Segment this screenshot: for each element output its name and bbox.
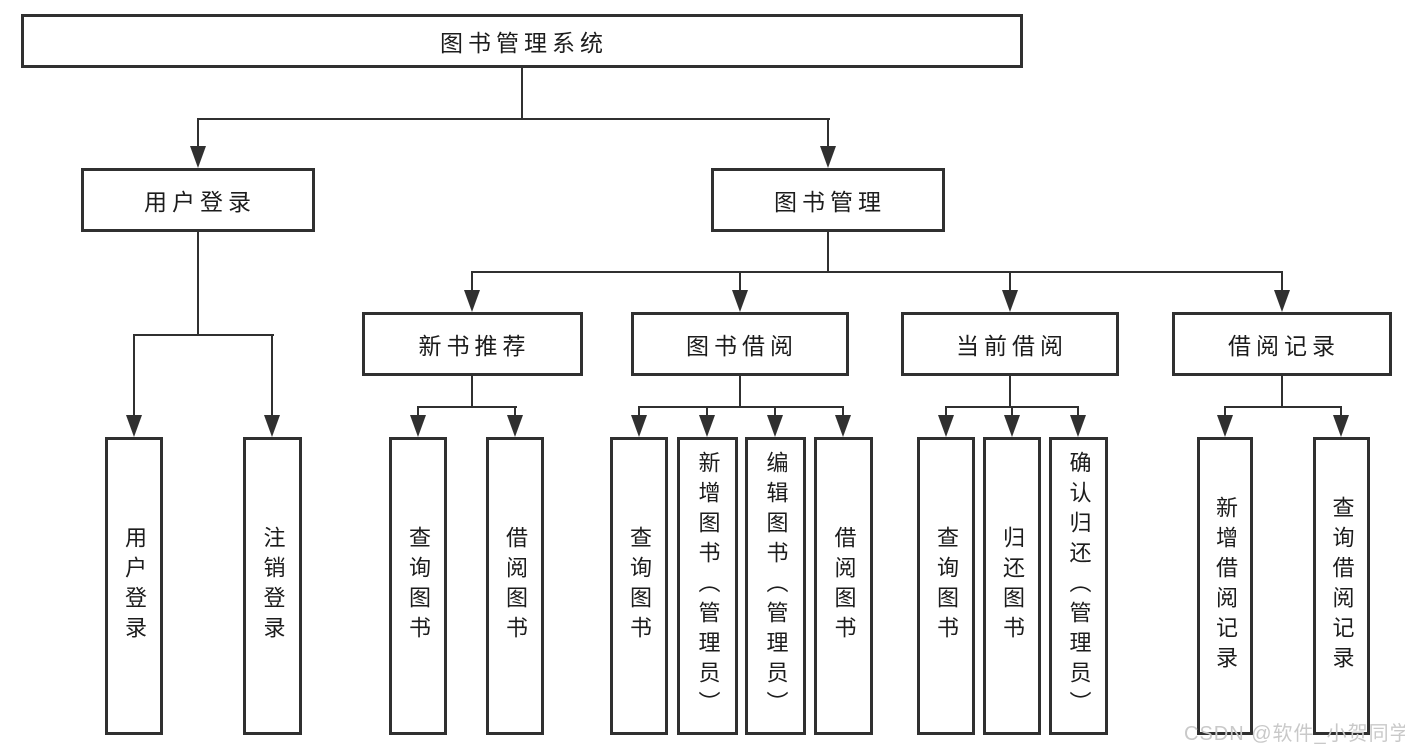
arrowhead-d1 [1217, 415, 1233, 437]
connector-arrow-newbook-stem [471, 271, 473, 290]
l3-current-borrow-box: 当前借阅 [901, 312, 1119, 376]
connector-arrow-c1-stem [945, 406, 947, 416]
l2-user-login-label: 用户登录 [144, 189, 256, 215]
l3-book-borrow-label: 图书借阅 [686, 333, 798, 359]
connector-user-login-stem [197, 232, 199, 336]
l3-new-book-recommend-box: 新书推荐 [362, 312, 583, 376]
arrowhead-newbook [464, 290, 480, 312]
connector-arrow-user-login-stem [197, 118, 199, 148]
leaf-confirm-return-box: 确认归还（管理员） [1049, 437, 1108, 735]
arrowhead-a2 [507, 415, 523, 437]
connector-book-mgmt-stem [827, 232, 829, 273]
leaf-return-book-label: 归还图书 [1000, 526, 1025, 646]
l2-book-management-label: 图书管理 [774, 189, 886, 215]
arrowhead-c3 [1070, 415, 1086, 437]
root-box: 图书管理系统 [21, 14, 1023, 68]
leaf-borrow-book-a-box: 借阅图书 [486, 437, 544, 735]
leaf-query-book-a-label: 查询图书 [406, 526, 431, 646]
connector-arrow-bookborrow-stem [739, 271, 741, 290]
connector-arrow-a2-stem [514, 406, 516, 416]
connector-arrow-borrowrecord-stem [1281, 271, 1283, 290]
l3-borrow-record-label: 借阅记录 [1228, 333, 1340, 359]
connector-arrow-b4-stem [842, 406, 844, 416]
l2-user-login-box: 用户登录 [81, 168, 315, 232]
connector-arrow-currentborrow-stem [1009, 271, 1011, 290]
leaf-query-book-a-box: 查询图书 [389, 437, 447, 735]
l3-borrow-record-box: 借阅记录 [1172, 312, 1392, 376]
leaf-logout-box: 注销登录 [243, 437, 302, 735]
leaf-query-borrow-record-label: 查询借阅记录 [1329, 496, 1355, 676]
arrowhead-bookborrow [732, 290, 748, 312]
connector-arrow-leaf-login-stem [133, 334, 135, 416]
connector-level2-branch [471, 271, 1283, 273]
connector-arrow-d2-stem [1340, 406, 1342, 416]
l3-new-book-recommend-label: 新书推荐 [418, 333, 531, 359]
leaf-query-book-b-label: 查询图书 [627, 526, 652, 646]
connector-newbook-stem [471, 376, 473, 407]
connector-bookborrow-stem [739, 376, 741, 407]
leaf-logout-label: 注销登录 [260, 526, 286, 646]
arrowhead-b2 [699, 415, 715, 437]
connector-root-stem [521, 68, 523, 120]
connector-arrow-leaf-logout-stem [271, 334, 273, 416]
leaf-query-book-b-box: 查询图书 [610, 437, 668, 735]
arrowhead-c1 [938, 415, 954, 437]
connector-arrow-b1-stem [638, 406, 640, 416]
l2-book-management-box: 图书管理 [711, 168, 945, 232]
l3-current-borrow-label: 当前借阅 [956, 333, 1068, 359]
connector-arrow-b3-stem [774, 406, 776, 416]
connector-arrow-d1-stem [1224, 406, 1226, 416]
leaf-edit-book-label: 编辑图书（管理员） [763, 451, 789, 721]
connector-arrow-book-mgmt-stem [827, 118, 829, 148]
arrowhead-d2 [1333, 415, 1349, 437]
connector-arrow-b2-stem [706, 406, 708, 416]
leaf-user-login-box: 用户登录 [105, 437, 163, 735]
arrowhead-user-login [190, 146, 206, 168]
arrowhead-currentborrow [1002, 290, 1018, 312]
leaf-confirm-return-label: 确认归还（管理员） [1066, 451, 1092, 721]
leaf-borrow-book-a-label: 借阅图书 [503, 526, 528, 646]
leaf-user-login-label: 用户登录 [122, 526, 147, 646]
connector-borrowrecord-branch [1224, 406, 1342, 408]
root-label: 图书管理系统 [440, 30, 608, 56]
arrowhead-leaf-login [126, 415, 142, 437]
leaf-add-book-box: 新增图书（管理员） [677, 437, 738, 735]
arrowhead-c2 [1004, 415, 1020, 437]
leaf-query-book-c-box: 查询图书 [917, 437, 975, 735]
connector-borrowrecord-stem [1281, 376, 1283, 407]
connector-level1-branch [197, 118, 830, 120]
arrowhead-b1 [631, 415, 647, 437]
leaf-query-book-c-label: 查询图书 [934, 526, 959, 646]
leaf-add-book-label: 新增图书（管理员） [695, 451, 721, 721]
leaf-add-borrow-record-box: 新增借阅记录 [1197, 437, 1253, 735]
arrowhead-b4 [835, 415, 851, 437]
connector-arrow-c3-stem [1077, 406, 1079, 416]
leaf-return-book-box: 归还图书 [983, 437, 1041, 735]
connector-newbook-branch [417, 406, 517, 408]
connector-user-login-branch [133, 334, 274, 336]
connector-arrow-c2-stem [1011, 406, 1013, 416]
leaf-add-borrow-record-label: 新增借阅记录 [1213, 496, 1238, 676]
arrowhead-b3 [767, 415, 783, 437]
leaf-borrow-book-b-box: 借阅图书 [814, 437, 873, 735]
leaf-borrow-book-b-label: 借阅图书 [831, 526, 857, 646]
arrowhead-a1 [410, 415, 426, 437]
arrowhead-book-mgmt [820, 146, 836, 168]
connector-currentborrow-stem [1009, 376, 1011, 407]
arrowhead-leaf-logout [264, 415, 280, 437]
connector-arrow-a1-stem [417, 406, 419, 416]
csdn-watermark: CSDN @软件_小贺同学 [1184, 723, 1405, 745]
connector-bookborrow-branch [638, 406, 844, 408]
arrowhead-borrowrecord [1274, 290, 1290, 312]
leaf-edit-book-box: 编辑图书（管理员） [745, 437, 806, 735]
l3-book-borrow-box: 图书借阅 [631, 312, 849, 376]
leaf-query-borrow-record-box: 查询借阅记录 [1313, 437, 1370, 735]
